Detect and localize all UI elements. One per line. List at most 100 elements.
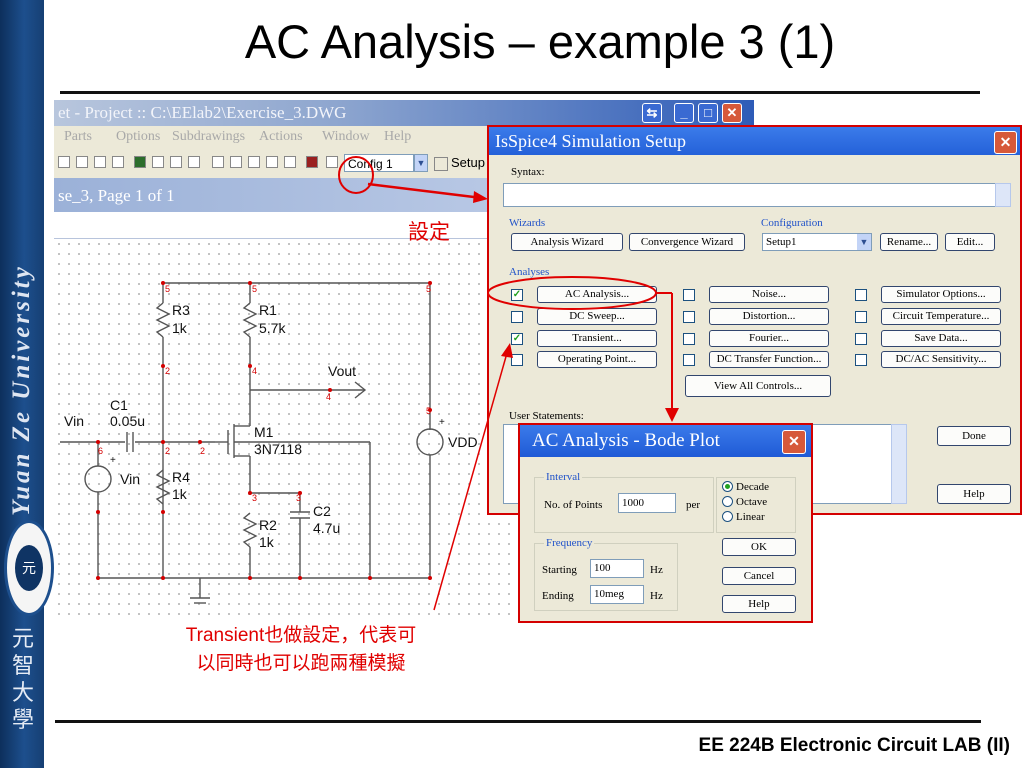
close-icon[interactable]: ✕ bbox=[782, 430, 806, 454]
decade-label: Decade bbox=[736, 481, 769, 493]
circuit-temperature-checkbox[interactable] bbox=[855, 311, 867, 323]
bode-title-bar: AC Analysis - Bode Plot ✕ bbox=[520, 425, 811, 457]
octave-radio[interactable] bbox=[722, 496, 733, 507]
toolbar-tool-icon[interactable] bbox=[230, 156, 242, 168]
ok-button[interactable]: OK bbox=[722, 538, 796, 556]
transient-note: Transient也做設定，代表可 以同時也可以跑兩種模擬 bbox=[146, 622, 456, 678]
configuration-label: Configuration bbox=[761, 217, 823, 229]
starting-input[interactable]: 100 bbox=[590, 559, 644, 578]
syntax-scrollbar[interactable] bbox=[995, 183, 1011, 207]
transient-pointer bbox=[433, 352, 508, 611]
r4-value: 1k bbox=[172, 486, 188, 502]
fourier-checkbox[interactable] bbox=[683, 333, 695, 345]
c2-value: 4.7u bbox=[313, 520, 340, 536]
menu-window[interactable]: Window bbox=[322, 129, 370, 144]
linear-radio[interactable] bbox=[722, 511, 733, 522]
toolbar-tool-icon[interactable] bbox=[326, 156, 338, 168]
save-data-button[interactable]: Save Data... bbox=[881, 330, 1001, 347]
bode-help-button[interactable]: Help bbox=[722, 595, 796, 613]
maximize-icon[interactable]: □ bbox=[698, 103, 718, 123]
node-label: 4 bbox=[252, 366, 257, 376]
footer-divider bbox=[55, 720, 981, 723]
transient-checkbox[interactable]: ✓ bbox=[511, 333, 523, 345]
menu-actions[interactable]: Actions bbox=[259, 129, 303, 144]
ac-analysis-button[interactable]: AC Analysis... bbox=[537, 286, 657, 303]
vout-label: Vout bbox=[328, 363, 356, 379]
toolbar-tool-icon[interactable] bbox=[112, 156, 124, 168]
dc-transfer-function-checkbox[interactable] bbox=[683, 354, 695, 366]
configuration-select[interactable]: Setup1 bbox=[762, 233, 872, 251]
done-button[interactable]: Done bbox=[937, 426, 1011, 446]
circuit-temperature-button[interactable]: Circuit Temperature... bbox=[881, 308, 1001, 325]
decade-radio[interactable] bbox=[722, 481, 733, 492]
setup-button[interactable]: Setup bbox=[434, 154, 494, 172]
menu-subdrawings[interactable]: Subdrawings bbox=[172, 129, 246, 144]
operating-point-checkbox[interactable] bbox=[511, 354, 523, 366]
close-icon[interactable]: ✕ bbox=[994, 131, 1017, 154]
dc-sweep-checkbox[interactable] bbox=[511, 311, 523, 323]
chevron-down-icon[interactable]: ▼ bbox=[857, 234, 871, 250]
distortion-checkbox[interactable] bbox=[683, 311, 695, 323]
view-all-controls-button[interactable]: View All Controls... bbox=[685, 375, 831, 397]
save-data-checkbox[interactable] bbox=[855, 333, 867, 345]
dc-ac-sensitivity-button[interactable]: DC/AC Sensitivity... bbox=[881, 351, 1001, 368]
transient-note-line-1: Transient也做設定，代表可 bbox=[185, 625, 417, 646]
toolbar-tool-icon[interactable] bbox=[152, 156, 164, 168]
toolbar-tool-icon[interactable] bbox=[212, 156, 224, 168]
fourier-button[interactable]: Fourier... bbox=[709, 330, 829, 347]
minimize-icon[interactable]: _ bbox=[674, 103, 694, 123]
toolbar-tool-icon[interactable] bbox=[134, 156, 146, 168]
wizards-label: Wizards bbox=[509, 217, 546, 229]
ending-label: Ending bbox=[542, 590, 574, 602]
simulator-options-checkbox[interactable] bbox=[855, 289, 867, 301]
university-name-chinese: 元智大學 bbox=[11, 626, 34, 732]
toolbar-tool-icon[interactable] bbox=[266, 156, 278, 168]
toolbar-tool-icon[interactable] bbox=[306, 156, 318, 168]
frequency-label: Frequency bbox=[544, 537, 595, 549]
interval-label: Interval bbox=[544, 471, 583, 483]
toolbar-tool-icon[interactable] bbox=[284, 156, 296, 168]
r1-label: R1 bbox=[259, 302, 277, 318]
cancel-button[interactable]: Cancel bbox=[722, 567, 796, 585]
cad-title-bar: et - Project :: C:\EElab2\Exercise_3.DWG… bbox=[54, 100, 754, 126]
noise-checkbox[interactable] bbox=[683, 289, 695, 301]
operating-point-button[interactable]: Operating Point... bbox=[537, 351, 657, 368]
toolbar-tool-icon[interactable] bbox=[58, 156, 70, 168]
menu-parts[interactable]: Parts bbox=[64, 129, 92, 144]
toolbar-tool-icon[interactable] bbox=[248, 156, 260, 168]
menu-help[interactable]: Help bbox=[384, 129, 412, 144]
menu-options[interactable]: Options bbox=[116, 129, 161, 144]
restore-icon[interactable]: ⇆ bbox=[642, 103, 662, 123]
close-icon[interactable]: ✕ bbox=[722, 103, 742, 123]
distortion-button[interactable]: Distortion... bbox=[709, 308, 829, 325]
node-label: 5 bbox=[426, 406, 431, 416]
simulator-options-button[interactable]: Simulator Options... bbox=[881, 286, 1001, 303]
points-input[interactable]: 1000 bbox=[618, 493, 676, 513]
dc-sweep-button[interactable]: DC Sweep... bbox=[537, 308, 657, 325]
ending-input[interactable]: 10meg bbox=[590, 585, 644, 604]
help-button[interactable]: Help bbox=[937, 484, 1011, 504]
syntax-field[interactable] bbox=[503, 183, 997, 207]
zoom-in-icon[interactable] bbox=[170, 156, 182, 168]
setting-annotation: 設定 bbox=[408, 221, 450, 244]
chevron-down-icon[interactable]: ▼ bbox=[414, 154, 428, 172]
node-label: 2 bbox=[200, 446, 205, 456]
svg-text:+: + bbox=[439, 417, 445, 428]
ac-analysis-checkbox[interactable]: ✓ bbox=[511, 289, 523, 301]
analysis-wizard-button[interactable]: Analysis Wizard bbox=[511, 233, 623, 251]
transient-button[interactable]: Transient... bbox=[537, 330, 657, 347]
toolbar-tool-icon[interactable] bbox=[76, 156, 88, 168]
transient-note-line-2: 以同時也可以跑兩種模擬 bbox=[196, 653, 406, 674]
dc-transfer-function-button[interactable]: DC Transfer Function... bbox=[709, 351, 829, 368]
setup-title-bar: IsSpice4 Simulation Setup ✕ bbox=[489, 127, 1020, 155]
zoom-out-icon[interactable] bbox=[188, 156, 200, 168]
dc-ac-sensitivity-checkbox[interactable] bbox=[855, 354, 867, 366]
convergence-wizard-button[interactable]: Convergence Wizard bbox=[629, 233, 745, 251]
rename-button[interactable]: Rename... bbox=[880, 233, 938, 251]
toolbar-tool-icon[interactable] bbox=[94, 156, 106, 168]
user-statements-scrollbar[interactable] bbox=[891, 424, 907, 504]
starting-label: Starting bbox=[542, 564, 577, 576]
noise-button[interactable]: Noise... bbox=[709, 286, 829, 303]
edit-button[interactable]: Edit... bbox=[945, 233, 995, 251]
